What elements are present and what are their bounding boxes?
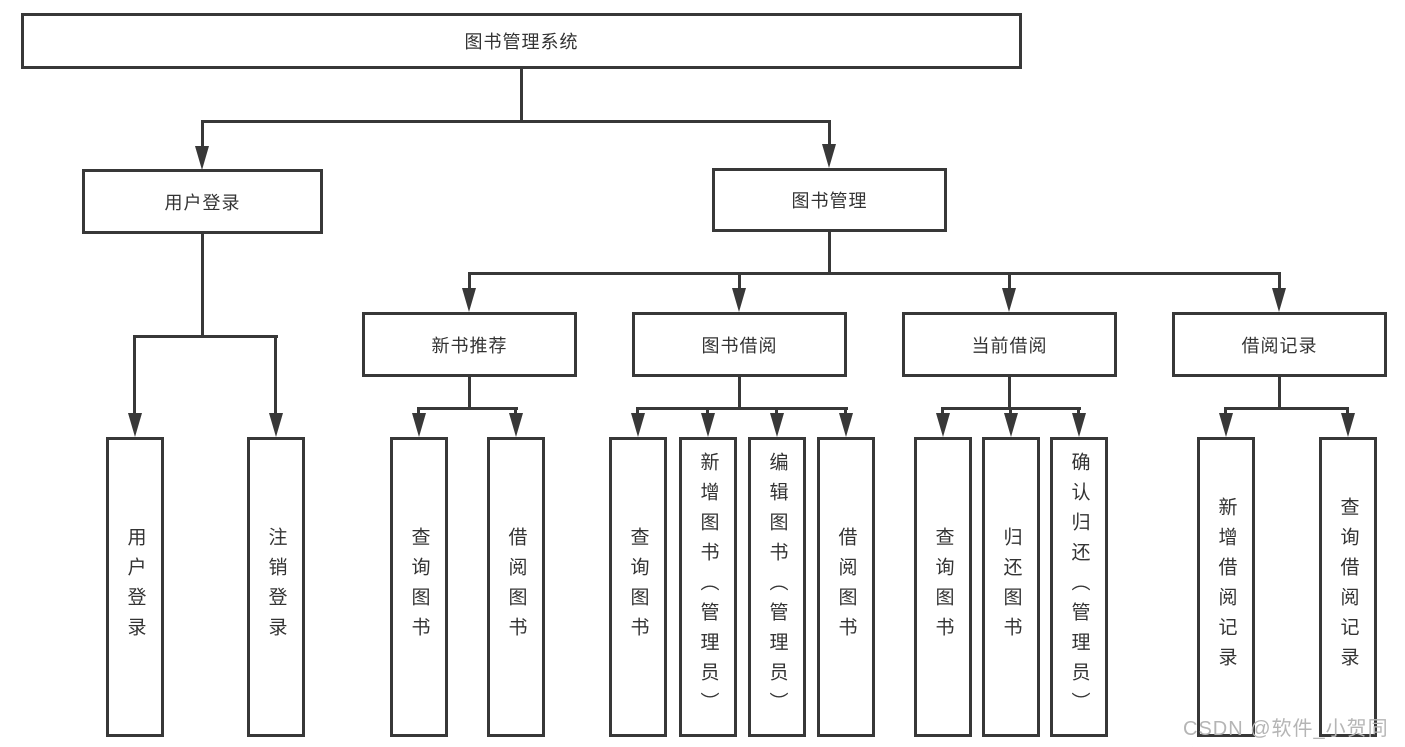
leaf-label: 确认归还（管理员） <box>1068 452 1090 722</box>
arrow-down-icon <box>839 413 853 437</box>
connector-drop-leaf <box>1077 407 1080 416</box>
arrow-down-icon <box>195 146 209 170</box>
connector-new-books-crossbar <box>417 407 518 410</box>
connector-drop-book-mgmt <box>828 120 831 148</box>
connector-drop-leaf <box>514 407 517 416</box>
leaf-borrow-books: 借阅图书 <box>817 437 875 737</box>
connector-book-mgmt-stem <box>828 231 831 275</box>
connector-drop-user-login <box>201 120 204 148</box>
arrow-down-icon <box>701 413 715 437</box>
arrow-down-icon <box>1272 288 1286 312</box>
node-library-management-system: 图书管理系统 <box>21 13 1022 69</box>
node-current-borrowing: 当前借阅 <box>902 312 1117 377</box>
leaf-add-books-admin: 新增图书（管理员） <box>679 437 737 737</box>
connector-book-mgmt-crossbar <box>468 272 1281 275</box>
connector-records-crossbar <box>1224 407 1349 410</box>
connector-drop-leaf <box>941 407 944 416</box>
node-label: 借阅记录 <box>1241 335 1318 356</box>
leaf-query-books: 查询图书 <box>609 437 667 737</box>
node-label: 图书管理系统 <box>464 32 579 52</box>
leaf-label: 借阅图书 <box>505 527 527 647</box>
node-label: 图书借阅 <box>701 335 778 356</box>
leaf-logout: 注销登录 <box>247 437 305 737</box>
leaf-user-login: 用户登录 <box>106 437 164 737</box>
connector-root-crossbar <box>201 120 831 123</box>
connector-borrow-crossbar <box>636 407 848 410</box>
arrow-down-icon <box>1004 413 1018 437</box>
connector-drop-leaf <box>775 407 778 416</box>
connector-drop-leaf <box>1009 407 1012 416</box>
connector-drop-current <box>1008 272 1011 290</box>
arrow-down-icon <box>631 413 645 437</box>
leaf-query-books: 查询图书 <box>390 437 448 737</box>
leaf-label: 用户登录 <box>124 527 146 647</box>
connector-drop-leaf <box>417 407 420 416</box>
connector-drop-records <box>1278 272 1281 290</box>
leaf-confirm-return-admin: 确认归还（管理员） <box>1050 437 1108 737</box>
connector-drop-borrow <box>738 272 741 290</box>
arrow-down-icon <box>1002 288 1016 312</box>
watermark: CSDN @软件_小贺同学 <box>1183 718 1389 740</box>
leaf-label: 归还图书 <box>1000 527 1022 647</box>
connector-drop-leaf <box>844 407 847 416</box>
node-book-management: 图书管理 <box>712 168 947 232</box>
connector-drop-leaf <box>706 407 709 416</box>
arrow-down-icon <box>462 288 476 312</box>
connector-borrow-stem <box>738 375 741 410</box>
leaf-label: 编辑图书（管理员） <box>766 452 788 722</box>
connector-user-login-crossbar <box>133 335 278 338</box>
leaf-label: 查询图书 <box>932 527 954 647</box>
arrow-down-icon <box>1072 413 1086 437</box>
node-label: 新书推荐 <box>431 335 508 356</box>
arrow-down-icon <box>1341 413 1355 437</box>
connector-current-stem <box>1008 375 1011 410</box>
leaf-label: 借阅图书 <box>835 527 857 647</box>
arrow-down-icon <box>509 413 523 437</box>
leaf-label: 新增图书（管理员） <box>697 452 719 722</box>
node-label: 用户登录 <box>164 192 241 213</box>
connector-drop-new-books <box>468 272 471 290</box>
connector-user-login-stem <box>201 233 204 337</box>
node-user-login: 用户登录 <box>82 169 323 234</box>
leaf-edit-books-admin: 编辑图书（管理员） <box>748 437 806 737</box>
node-borrowing-records: 借阅记录 <box>1172 312 1387 377</box>
arrow-down-icon <box>822 144 836 168</box>
arrow-down-icon <box>269 413 283 437</box>
node-label: 图书管理 <box>791 191 868 211</box>
connector-root-stem <box>520 68 523 121</box>
connector-drop-leaf <box>1224 407 1227 416</box>
connector-drop-leaf <box>1346 407 1349 416</box>
leaf-label: 查询借阅记录 <box>1337 497 1359 677</box>
connector-drop-leaf <box>133 335 136 415</box>
arrow-down-icon <box>732 288 746 312</box>
arrow-down-icon <box>1219 413 1233 437</box>
leaf-borrow-books: 借阅图书 <box>487 437 545 737</box>
connector-drop-leaf <box>274 335 277 415</box>
arrow-down-icon <box>770 413 784 437</box>
leaf-return-books: 归还图书 <box>982 437 1040 737</box>
connector-records-stem <box>1278 375 1281 410</box>
node-new-book-recommend: 新书推荐 <box>362 312 577 377</box>
node-label: 当前借阅 <box>971 335 1048 356</box>
leaf-query-borrow-record: 查询借阅记录 <box>1319 437 1377 737</box>
leaf-label: 新增借阅记录 <box>1215 497 1237 677</box>
arrow-down-icon <box>412 413 426 437</box>
arrow-down-icon <box>128 413 142 437</box>
leaf-label: 查询图书 <box>627 527 649 647</box>
leaf-label: 查询图书 <box>408 527 430 647</box>
connector-drop-leaf <box>636 407 639 416</box>
connector-new-books-stem <box>468 375 471 410</box>
leaf-add-borrow-record: 新增借阅记录 <box>1197 437 1255 737</box>
leaf-label: 注销登录 <box>265 527 287 647</box>
node-book-borrowing: 图书借阅 <box>632 312 847 377</box>
arrow-down-icon <box>936 413 950 437</box>
leaf-query-books: 查询图书 <box>914 437 972 737</box>
